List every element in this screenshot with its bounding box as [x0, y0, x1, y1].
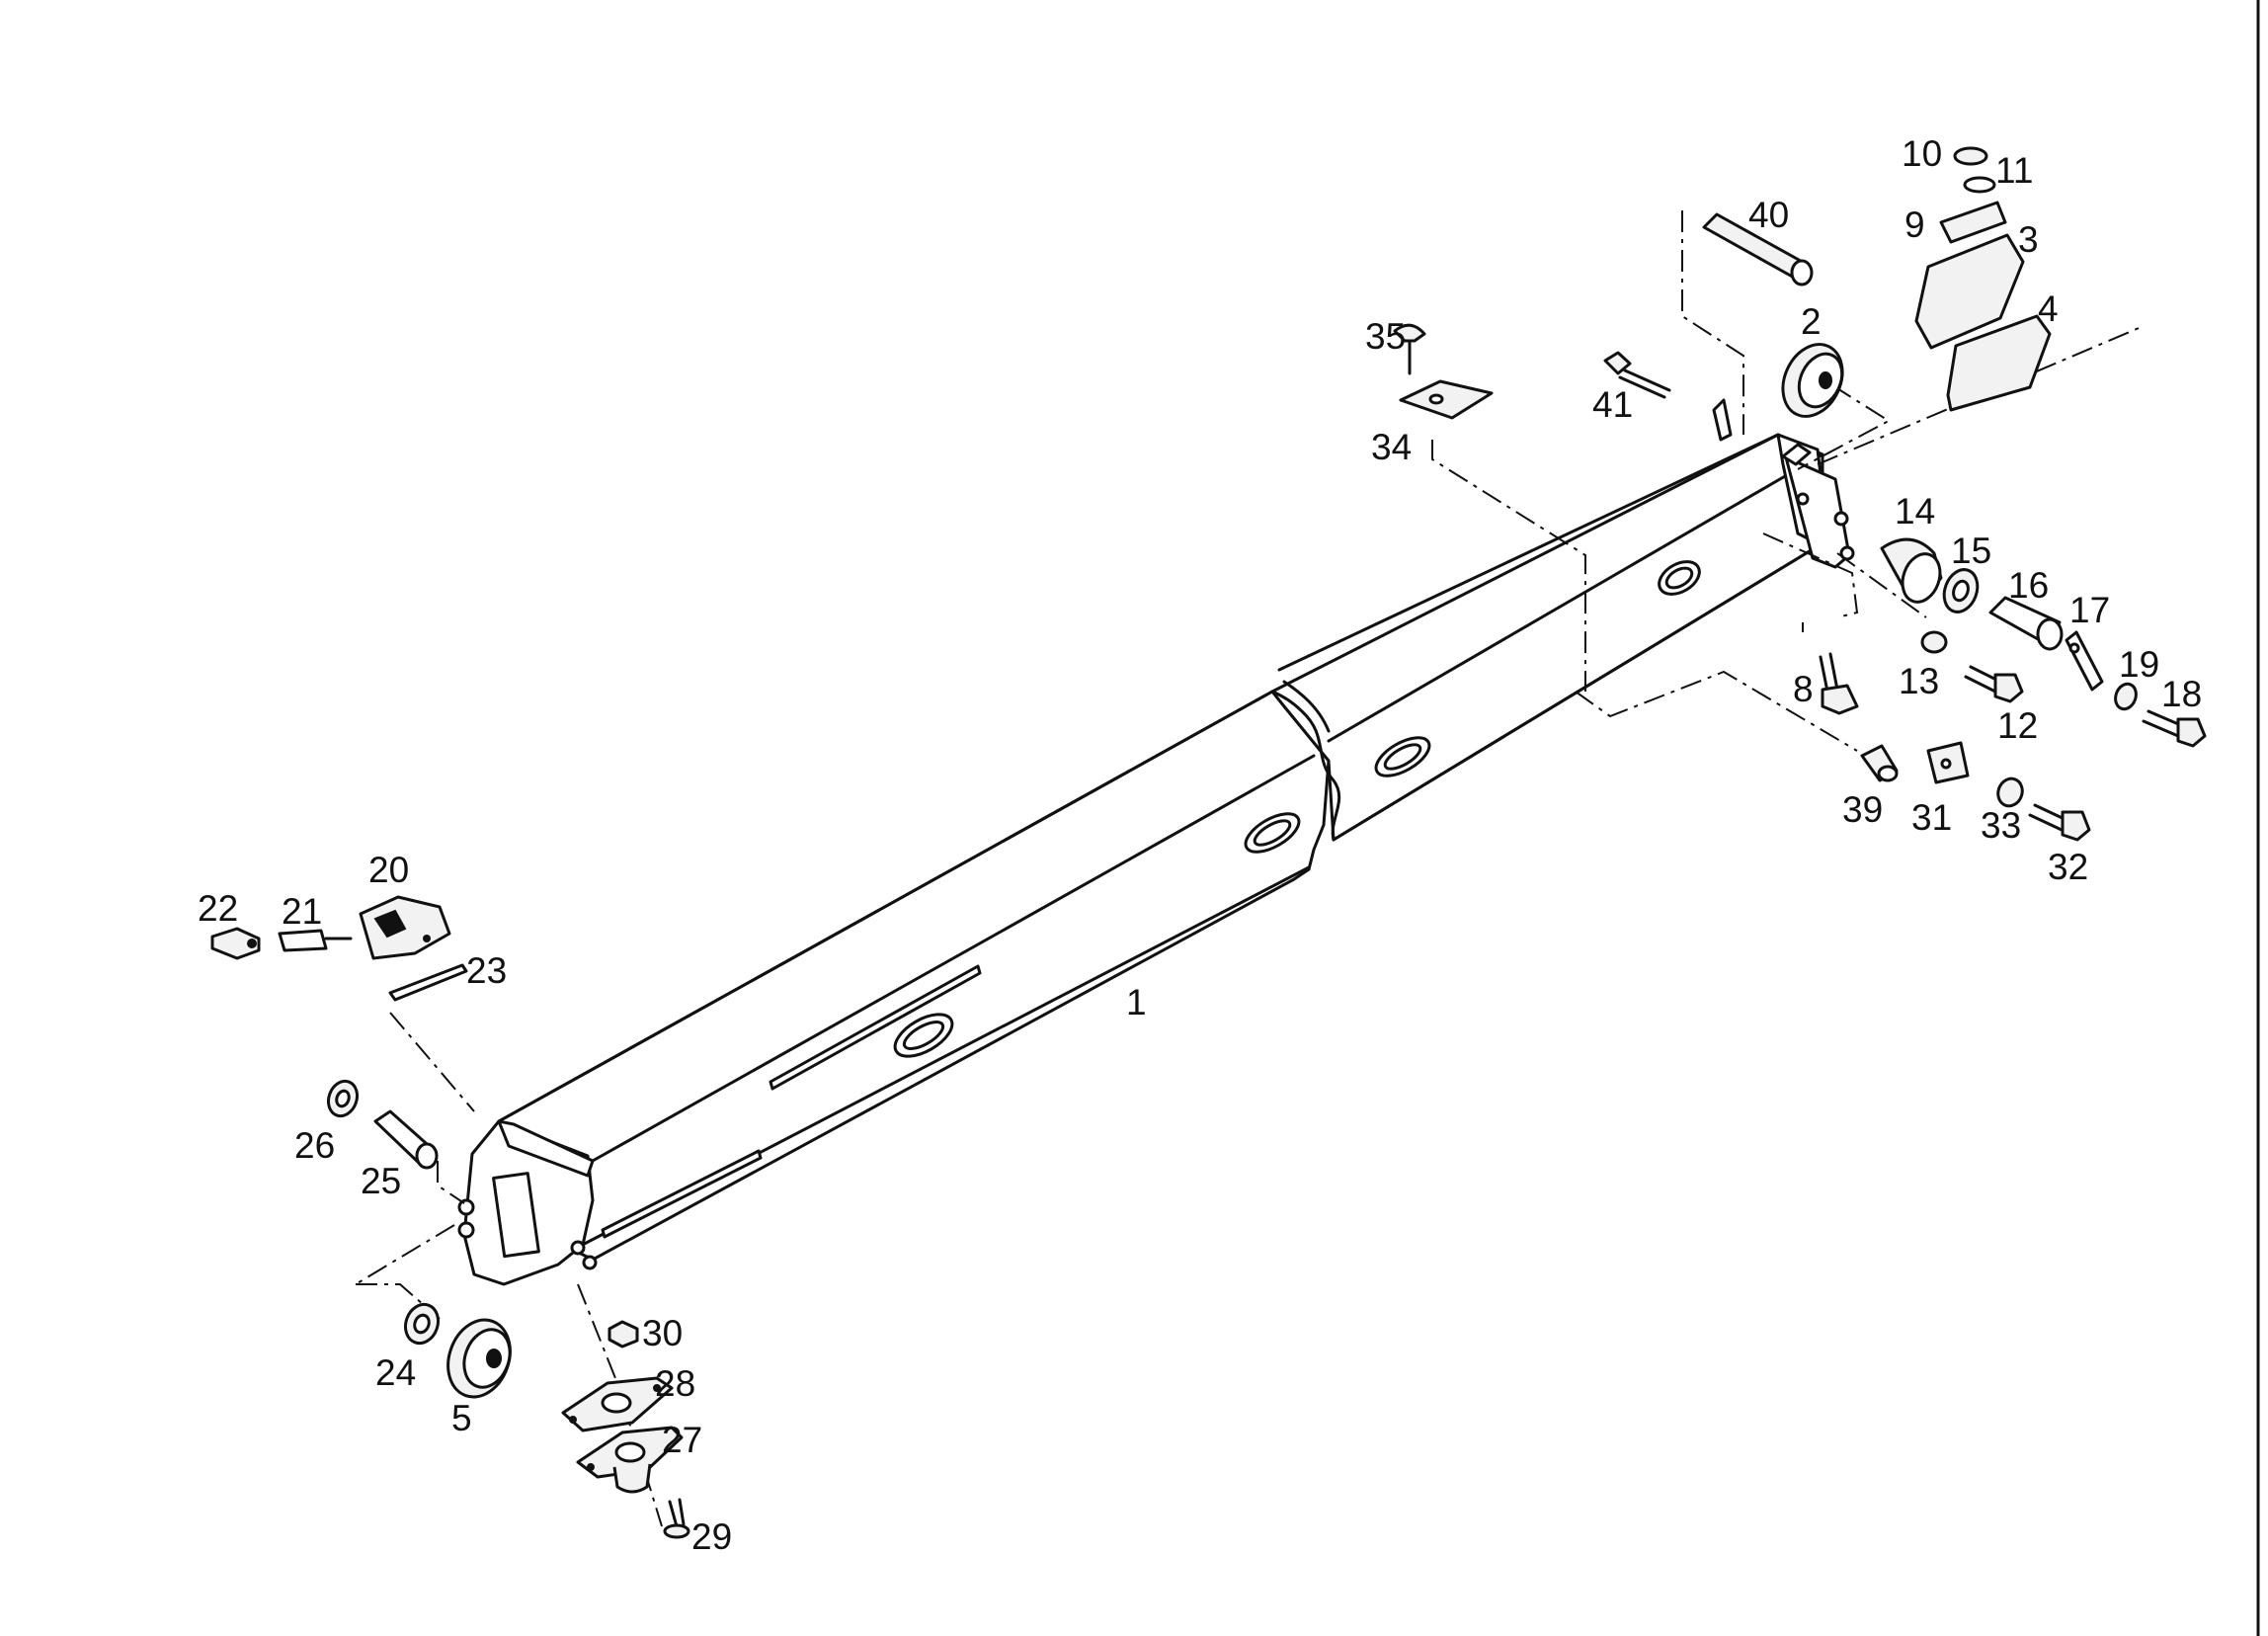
callout-16: 16	[2008, 565, 2049, 606]
part-29-screw	[663, 1498, 690, 1539]
part-28-flange	[561, 1376, 674, 1432]
callout-12: 12	[1997, 705, 2038, 746]
callout-31: 31	[1911, 797, 1952, 838]
part-31-plate	[1926, 741, 1970, 784]
part-21-pin	[278, 929, 353, 952]
part-34-plate	[1399, 379, 1494, 420]
callout-13: 13	[1899, 661, 1939, 701]
boom-tube	[497, 433, 1824, 1262]
part-41-bolt	[1603, 351, 1671, 399]
part-26-washer	[326, 1079, 360, 1118]
callout-21: 21	[282, 891, 322, 932]
callout-19: 19	[2119, 644, 2159, 685]
part-22-grease-fitting	[210, 927, 261, 960]
boom-foot	[1712, 398, 1855, 569]
part-13-nut	[1920, 630, 1948, 654]
part-4-pad	[1946, 314, 2052, 412]
part-16-pin	[1988, 596, 2064, 651]
part-25-pin	[373, 1109, 439, 1170]
part-2-sheave	[1781, 343, 1844, 418]
callout-8: 8	[1793, 669, 1814, 709]
part-8-bolt	[1819, 652, 1859, 715]
callout-20: 20	[368, 850, 409, 890]
callout-1: 1	[1126, 982, 1147, 1022]
part-10-nut	[1953, 146, 1988, 166]
part-11-washer	[1963, 176, 1996, 194]
boom-head	[457, 1119, 598, 1286]
callout-5: 5	[451, 1398, 472, 1438]
part-12-bolt	[1964, 665, 2024, 703]
part-20-block	[359, 895, 451, 960]
part-27-flange	[576, 1426, 684, 1494]
part-15-washer	[1942, 568, 1980, 614]
part-23-shim	[388, 963, 468, 1002]
part-35-screw	[1393, 323, 1426, 375]
callout-2: 2	[1801, 301, 1822, 342]
part-40-pin	[1702, 212, 1814, 286]
part-19-washer	[2114, 682, 2138, 711]
callout-15: 15	[1951, 531, 1991, 571]
part-18-bolt	[2142, 709, 2207, 748]
part-3-pad	[1914, 233, 2025, 350]
callout-28: 28	[655, 1363, 695, 1404]
callout-27: 27	[662, 1420, 702, 1460]
callout-labels: 1 2 3 4 5 8 9 10 11 12 13 14 15 16 17 18…	[198, 133, 2202, 1557]
callout-35: 35	[1365, 316, 1406, 357]
callout-10: 10	[1902, 133, 1942, 174]
callout-33: 33	[1981, 805, 2021, 846]
callout-22: 22	[198, 888, 238, 929]
part-5-sheave	[446, 1318, 512, 1399]
callout-14: 14	[1895, 491, 1935, 532]
part-32-bolt	[2028, 803, 2091, 842]
callout-17: 17	[2069, 590, 2110, 630]
callout-18: 18	[2161, 674, 2202, 714]
callout-32: 32	[2048, 847, 2088, 887]
callout-9: 9	[1904, 204, 1925, 245]
callout-25: 25	[361, 1161, 401, 1201]
part-30-nut	[608, 1320, 639, 1349]
callout-11: 11	[1995, 150, 2033, 191]
part-24-washer	[403, 1302, 441, 1346]
callout-24: 24	[375, 1352, 416, 1393]
callout-41: 41	[1592, 384, 1633, 425]
callout-39: 39	[1842, 789, 1883, 830]
callout-23: 23	[466, 950, 507, 991]
callout-40: 40	[1748, 195, 1789, 235]
callout-4: 4	[2038, 288, 2059, 329]
part-33-washer	[1996, 777, 2024, 808]
callout-3: 3	[2018, 219, 2039, 260]
callout-30: 30	[642, 1313, 683, 1353]
callout-34: 34	[1371, 427, 1412, 467]
part-39-setscrew	[1860, 744, 1899, 782]
part-17-clip	[2065, 630, 2104, 692]
part-9-plate	[1939, 201, 2007, 244]
callout-29: 29	[691, 1516, 732, 1557]
callout-26: 26	[294, 1125, 335, 1166]
part-14-bushing	[1880, 537, 1943, 604]
